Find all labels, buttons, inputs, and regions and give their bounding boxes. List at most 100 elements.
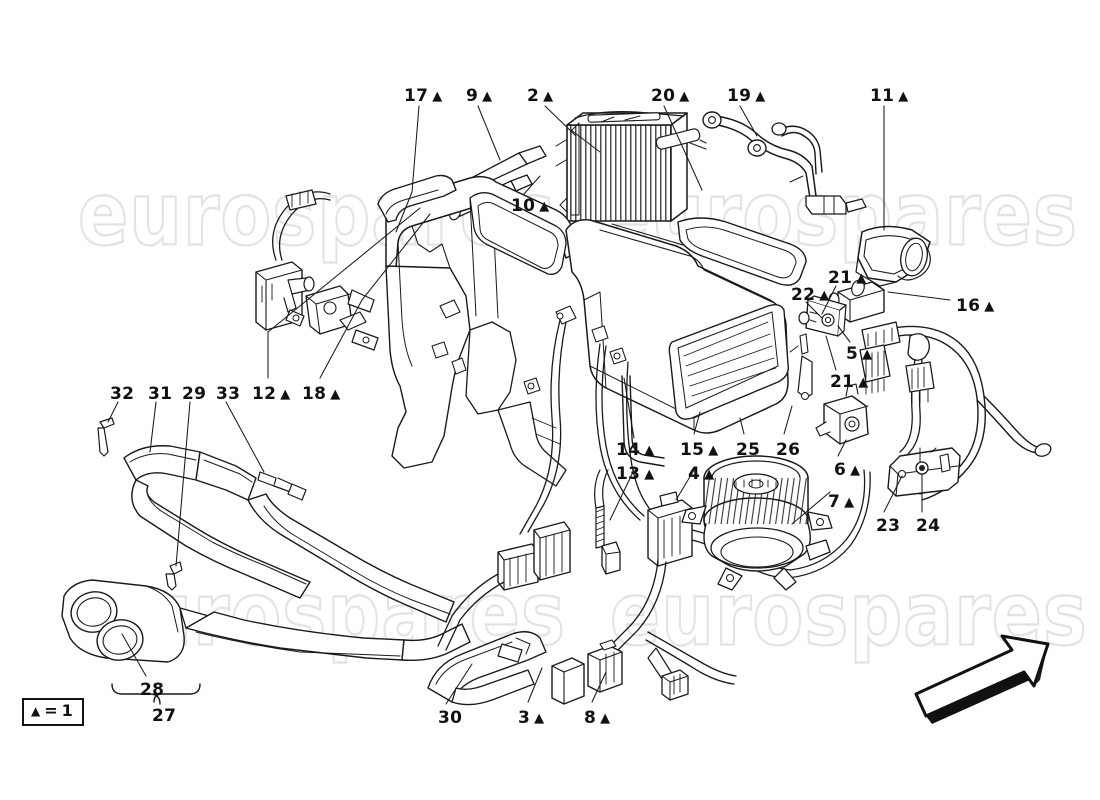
callout-label-12: 12▲ [252,386,291,403]
callout-label-14: 14▲ [616,442,655,459]
callout-label-10: 10▲ [511,198,550,215]
callout-number: 20 [651,86,676,106]
triangle-icon: ▲ [704,467,715,482]
callout-number: 15 [680,440,705,460]
callout-number: 31 [148,384,173,404]
triangle-icon: ▲ [644,467,655,482]
callout-label-23: 23 [876,518,900,535]
triangle-icon: ▲ [644,443,655,458]
triangle-icon: ▲ [432,89,443,104]
callout-number: 17 [404,86,429,106]
callout-label-6: 6▲ [834,462,860,479]
callout-number: 23 [876,516,901,536]
callout-number: 21 [828,268,853,288]
triangle-icon: ▲ [862,347,873,362]
callout-label-13: 13▲ [616,466,655,483]
callout-number: 12 [252,384,277,404]
callout-number: 32 [110,384,135,404]
legend-value: 1 [61,701,73,720]
callout-label-30: 30 [438,710,462,727]
callout-number: 22 [791,285,816,305]
triangle-icon: ▲ [898,89,909,104]
air-outlet-duct-11 [855,225,931,287]
callout-label-3: 3▲ [518,710,544,727]
lower-duct-30 [427,631,547,706]
callout-number: 18 [302,384,327,404]
callout-label-21b: 21▲ [830,374,869,391]
callout-number: 29 [182,384,207,404]
callout-label-11: 11▲ [870,88,909,105]
callout-number: 11 [870,86,895,106]
direction-arrow [914,634,1050,724]
callout-number: 10 [511,196,536,216]
triangle-icon: ▲ [330,387,341,402]
triangle-icon: ▲ [482,89,493,104]
triangle-icon: ▲ [858,375,869,390]
triangle-icon: ▲ [819,288,830,303]
callout-label-19: 19▲ [727,88,766,105]
callout-label-20: 20▲ [651,88,690,105]
callout-label-8: 8▲ [584,710,610,727]
triangle-icon: ▲ [280,387,291,402]
callout-label-27: 27 [152,708,176,725]
callout-label-25: 25 [736,442,760,459]
callout-number: 28 [140,680,165,700]
legend-equals: = [44,701,58,720]
callout-label-28: 28 [140,682,164,699]
callout-number: 9 [466,86,479,106]
callout-number: 4 [688,464,701,484]
callout-label-32: 32 [110,386,134,403]
triangle-icon: ▲ [984,299,995,314]
callout-label-18: 18▲ [302,386,341,403]
callout-number: 25 [736,440,761,460]
triangle-icon: ▲ [31,704,41,718]
triangle-icon: ▲ [844,495,855,510]
actuator-motor-6 [815,383,869,445]
callout-label-7: 7▲ [828,494,854,511]
wiring-harness-16 [859,321,1052,501]
callout-number: 21 [830,372,855,392]
callout-label-31: 31 [148,386,172,403]
triangle-icon: ▲ [534,711,545,726]
callout-number: 27 [152,706,177,726]
wiring-loom-centre [437,319,871,689]
callout-label-2: 2▲ [527,88,553,105]
callout-label-17: 17▲ [404,88,443,105]
triangle-icon: ▲ [850,463,861,478]
watermark-text: eurospares [77,163,556,267]
triangle-icon: ▲ [679,89,690,104]
callout-number: 7 [828,492,841,512]
watermark-text: eurospares [87,563,566,667]
callout-label-33: 33 [216,386,240,403]
callout-number: 13 [616,464,641,484]
callout-label-5: 5▲ [846,346,872,363]
callout-label-9: 9▲ [466,88,492,105]
callout-number: 30 [438,708,463,728]
callout-number: 3 [518,708,531,728]
callout-number: 16 [956,296,981,316]
callout-label-4: 4▲ [688,466,714,483]
callout-label-26: 26 [776,442,800,459]
triangle-icon: ▲ [543,89,554,104]
callout-label-16: 16▲ [956,298,995,315]
callout-label-15: 15▲ [680,442,719,459]
quantity-legend: ▲=1 [22,698,84,726]
callout-number: 14 [616,440,641,460]
evaporator-core [555,111,707,222]
relay-and-plugs [551,639,689,705]
watermark-text: eurospares [609,563,1088,667]
callout-number: 8 [584,708,597,728]
callout-label-24: 24 [916,518,940,535]
callout-label-29: 29 [182,386,206,403]
callout-number: 24 [916,516,941,536]
callout-number: 26 [776,440,801,460]
hose-assembly-19 [702,111,867,215]
actuator-and-plate [255,189,379,351]
triangle-icon: ▲ [856,271,867,286]
triangle-icon: ▲ [708,443,719,458]
callout-label-21: 21▲ [828,270,867,287]
callout-label-22: 22▲ [791,287,830,304]
callout-number: 2 [527,86,540,106]
callout-number: 33 [216,384,241,404]
